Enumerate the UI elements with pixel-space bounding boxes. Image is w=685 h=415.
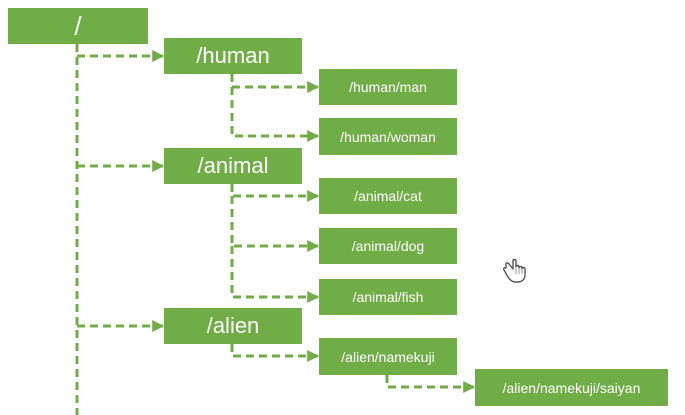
node-human-woman[interactable]: /human/woman [319,118,457,155]
node-human-man-label: /human/man [349,79,427,95]
node-alien[interactable]: /alien [164,308,302,344]
node-human[interactable]: /human [164,38,302,74]
node-animal-label: /animal [197,153,269,178]
edge-animal-cat [230,184,320,202]
hand-pointer-icon [503,258,526,283]
node-animal-dog[interactable]: /animal/dog [319,228,457,264]
node-alien-namekuji-saiyan-label: /alien/namekuji/saiyan [502,379,641,396]
edge-namekuji-saiyan [385,375,476,393]
node-animal-fish-label: /animal/fish [352,289,424,305]
node-human-label: /human [196,43,270,68]
node-root[interactable]: / [8,8,148,44]
node-animal-cat[interactable]: /animal/cat [319,178,457,214]
node-human-woman-label: /human/woman [340,128,436,145]
node-root-label: / [74,10,82,41]
node-alien-namekuji-label: /alien/namekuji [341,348,435,365]
node-human-man[interactable]: /human/man [319,69,457,105]
node-alien-label: /alien [206,313,260,338]
node-animal-fish[interactable]: /animal/fish [319,279,457,315]
edge-animal-dog [230,196,320,252]
edge-human-woman [230,87,320,142]
node-animal-dog-label: /animal/dog [351,238,425,254]
node-animal[interactable]: /animal [164,148,302,184]
node-alien-namekuji[interactable]: /alien/namekuji [319,338,457,375]
edge-animal-fish [230,246,320,303]
node-animal-cat-label: /animal/cat [354,188,422,204]
node-alien-namekuji-saiyan[interactable]: /alien/namekuji/saiyan [475,369,668,406]
edge-alien-namekuji [230,344,320,362]
